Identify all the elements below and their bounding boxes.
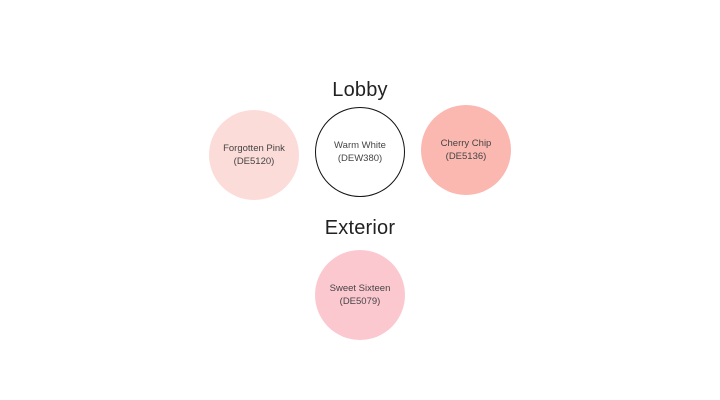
swatch-name: Cherry Chip bbox=[440, 138, 492, 149]
swatch-forgotten-pink: Forgotten Pink (DE5120) bbox=[209, 110, 299, 200]
swatch-code: (DE5136) bbox=[445, 151, 487, 162]
swatch-sweet-sixteen: Sweet Sixteen (DE5079) bbox=[315, 250, 405, 340]
swatch-code: (DEW380) bbox=[337, 153, 383, 164]
swatch-warm-white: Warm White (DEW380) bbox=[315, 107, 405, 197]
swatch-name: Forgotten Pink bbox=[223, 143, 285, 154]
swatch-code: (DE5120) bbox=[233, 156, 275, 167]
swatch-cherry-chip: Cherry Chip (DE5136) bbox=[421, 105, 511, 195]
swatch-name: Warm White bbox=[334, 140, 386, 151]
exterior-title: Exterior bbox=[324, 217, 396, 239]
swatch-code: (DE5079) bbox=[339, 296, 381, 307]
swatch-name: Sweet Sixteen bbox=[329, 283, 391, 294]
lobby-title: Lobby bbox=[332, 79, 388, 101]
